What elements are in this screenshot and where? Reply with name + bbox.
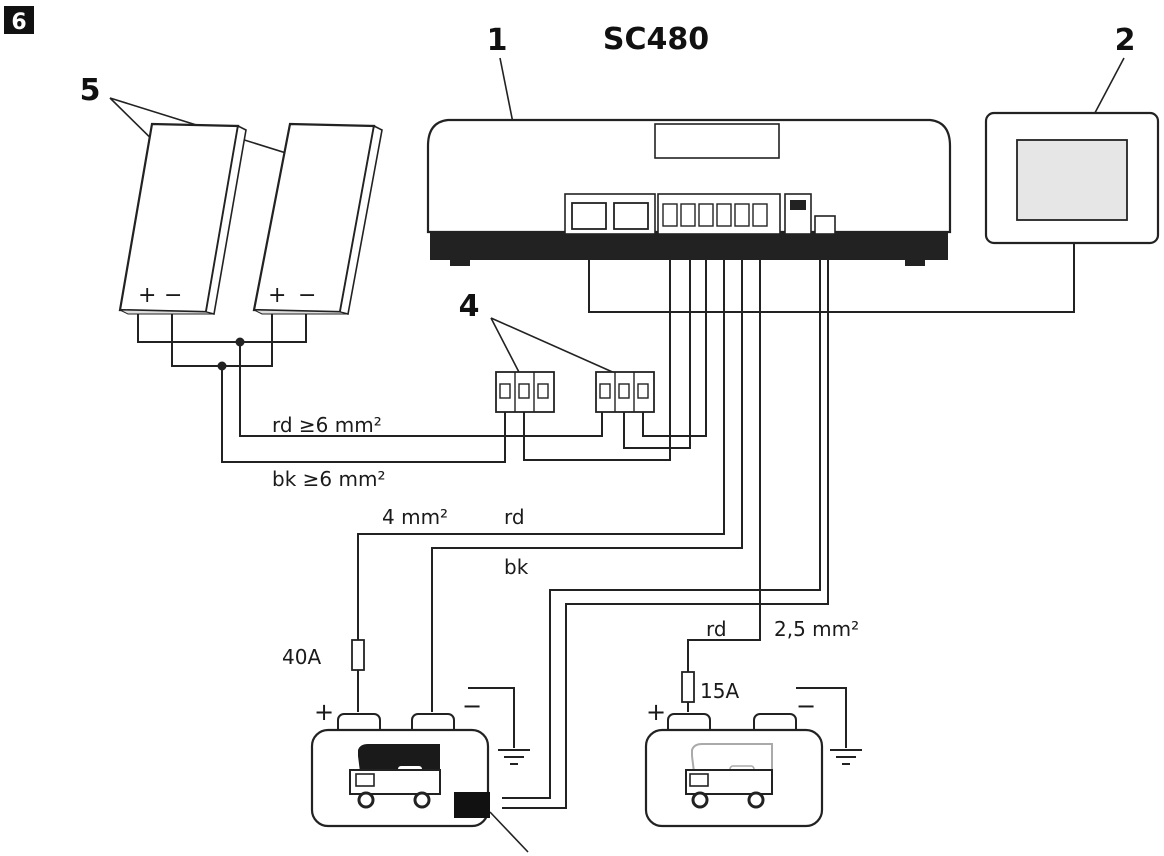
label-fuse-main: 40A — [282, 645, 321, 669]
label-aux-gauge: 2,5 mm² — [774, 617, 859, 641]
label-main-gauge: 4 mm² — [382, 505, 448, 529]
label-main-black: bk — [504, 555, 529, 579]
temperature-sensor-icon — [454, 792, 490, 818]
camper-van-icon — [349, 744, 441, 809]
main-battery: + − — [310, 692, 490, 828]
display-panel — [984, 111, 1160, 245]
camper-van-outline-icon — [685, 743, 773, 809]
main-battery-plus: + — [314, 698, 334, 726]
fuse-15a-icon — [681, 671, 695, 703]
label-fuse-aux: 15A — [700, 679, 739, 703]
aux-battery-minus: − — [796, 692, 816, 720]
fuse-40a-icon — [351, 639, 365, 671]
main-battery-minus: − — [462, 692, 482, 720]
label-panel-black: bk ≥6 mm² — [272, 467, 385, 491]
controller-unit — [426, 118, 952, 266]
label-main-red: rd — [504, 505, 525, 529]
panel-1-minus: − — [164, 283, 182, 308]
solar-panel-1: + − — [118, 122, 247, 315]
callout-breakers: 4 — [459, 289, 480, 324]
callout-controller: 1 — [487, 23, 508, 58]
breaker-1 — [495, 371, 555, 413]
breaker-2 — [595, 371, 655, 413]
label-aux-red: rd — [706, 617, 727, 641]
wiring — [137, 234, 1075, 809]
panel-2-plus: + — [268, 283, 286, 308]
device-model-title: SC480 — [603, 22, 709, 57]
aux-battery: + − — [644, 692, 824, 828]
figure-number: 6 — [11, 10, 26, 35]
callout-panels: 5 — [80, 73, 101, 108]
panel-1-plus: + — [138, 283, 156, 308]
callout-display: 2 — [1115, 23, 1136, 58]
panel-2-minus: − — [298, 283, 316, 308]
label-panel-red: rd ≥6 mm² — [272, 413, 382, 437]
figure-number-badge: 6 — [4, 6, 34, 35]
aux-battery-plus: + — [646, 698, 666, 726]
solar-panel-2: + − — [252, 122, 383, 315]
